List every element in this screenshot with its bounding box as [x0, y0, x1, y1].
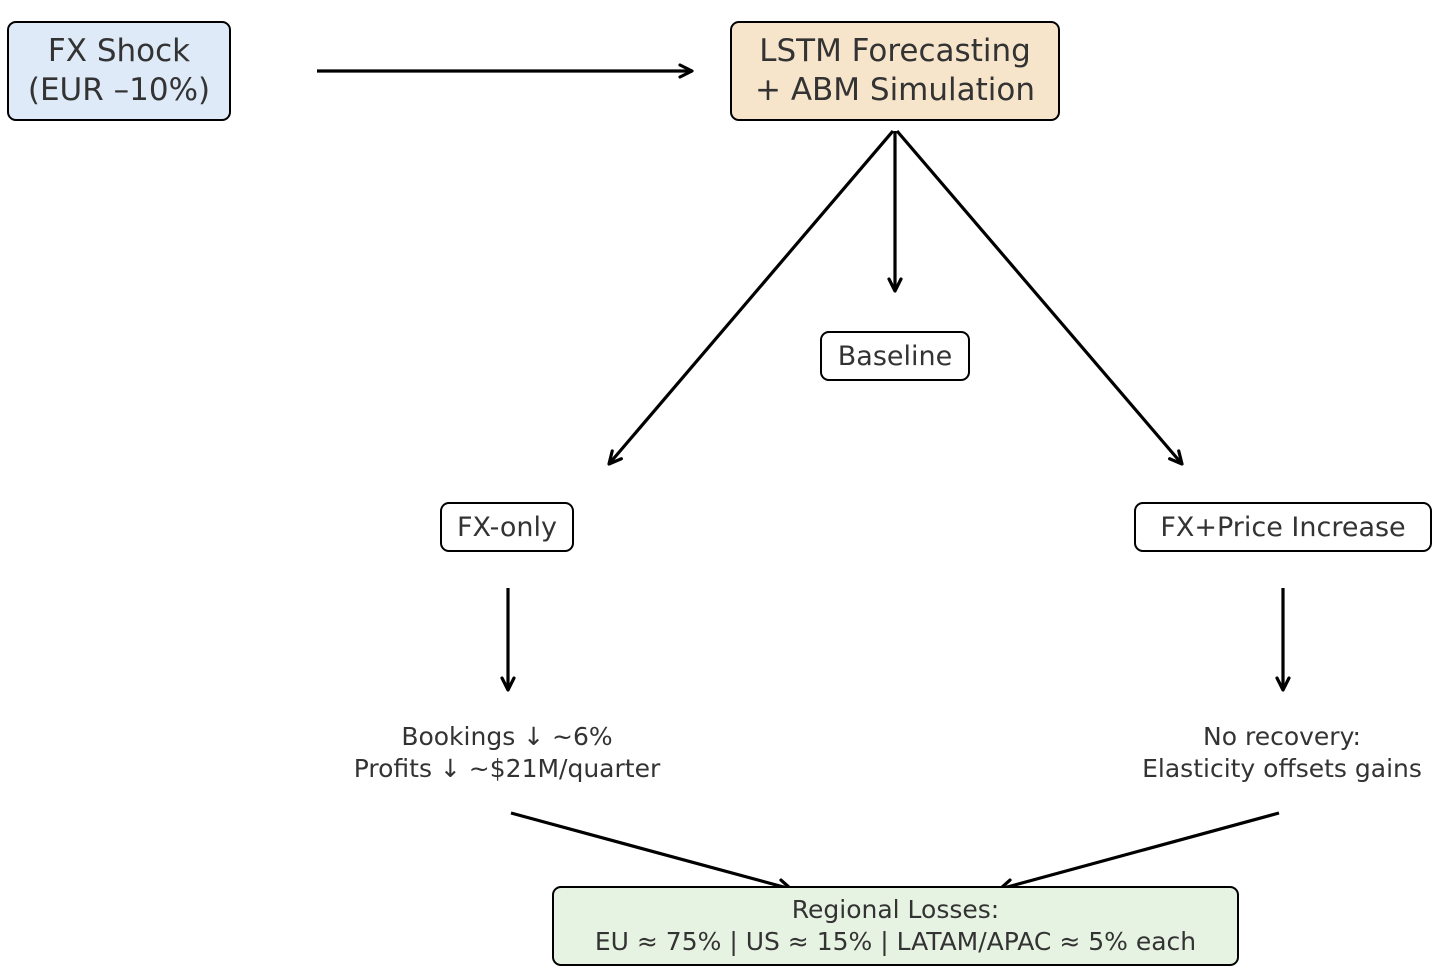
baseline-scenario-node: Baseline	[820, 331, 970, 381]
fx-only-outcome-line-1: Bookings ↓ ~6%	[401, 722, 613, 751]
fx-only-outcome-text: Bookings ↓ ~6% Profits ↓ ~$21M/quarter	[307, 718, 707, 788]
lstm-abm-model-node: LSTM Forecasting + ABM Simulation	[730, 21, 1060, 121]
regional-line-1: Regional Losses:	[791, 895, 1000, 924]
arrow-fx-price-outcome-to-regional	[998, 811, 1280, 894]
fx-only-scenario-node: FX-only	[440, 502, 574, 552]
model-line-1: LSTM Forecasting	[759, 33, 1031, 69]
fx-price-outcome-line-1: No recovery:	[1203, 722, 1361, 751]
regional-line-2: EU ≈ 75% | US ≈ 15% | LATAM/APAC ≈ 5% ea…	[594, 927, 1197, 956]
baseline-label: Baseline	[837, 340, 953, 372]
regional-losses-node: Regional Losses: EU ≈ 75% | US ≈ 15% | L…	[552, 886, 1239, 966]
fx-shock-node: FX Shock (EUR –10%)	[7, 21, 231, 121]
fx-price-increase-scenario-node: FX+Price Increase	[1134, 502, 1432, 552]
arrow-fx-only-outcome-to-regional	[510, 811, 793, 894]
arrow-model-to-fx-price	[895, 129, 1184, 466]
fx-shock-line-2: (EUR –10%)	[27, 72, 211, 108]
fx-shock-line-1: FX Shock	[47, 33, 191, 69]
fx-price-outcome-line-2: Elasticity offsets gains	[1142, 754, 1422, 783]
fx-only-outcome-line-2: Profits ↓ ~$21M/quarter	[353, 754, 661, 783]
arrow-model-to-fx-only	[607, 129, 895, 466]
fx-price-outcome-text: No recovery: Elasticity offsets gains	[1112, 718, 1452, 788]
model-line-2: + ABM Simulation	[754, 72, 1036, 108]
fx-price-label: FX+Price Increase	[1160, 511, 1406, 543]
fx-only-label: FX-only	[456, 511, 558, 543]
